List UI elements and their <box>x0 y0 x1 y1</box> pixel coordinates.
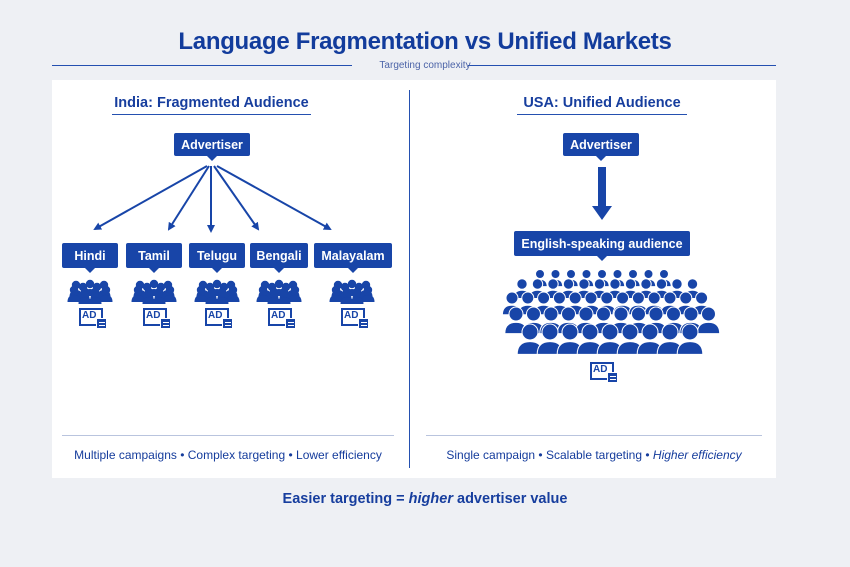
ad-label: AD <box>82 310 97 321</box>
people-group-icon <box>195 280 240 304</box>
people-group-icon <box>68 280 113 304</box>
footer-item: Higher efficiency <box>652 448 742 462</box>
usa-advertiser-box: Advertiser <box>563 133 639 161</box>
people-group-icon <box>257 280 302 304</box>
person-icon <box>556 323 584 355</box>
people-group-icon <box>132 280 177 304</box>
person-icon <box>696 306 721 335</box>
india-advertiser-box: Advertiser <box>174 133 250 161</box>
caption-suffix: advertiser value <box>452 491 568 507</box>
footer-item: Lower efficiency <box>296 448 382 462</box>
language-box-hindi: Hindi <box>62 243 118 273</box>
arrow-icon <box>216 165 332 230</box>
footer-item: Multiple campaigns <box>74 448 177 462</box>
arrow-icon <box>592 167 612 220</box>
page-title: Language Fragmentation vs Unified Market… <box>178 28 672 55</box>
panel-divider <box>409 90 410 468</box>
ad-document-icon: AD <box>341 308 371 330</box>
footer-item: Single campaign <box>446 448 536 462</box>
usa-footer: Single campaign • Scalable targeting • H… <box>446 448 742 462</box>
person-icon <box>656 323 684 355</box>
footer-item: Complex targeting <box>187 448 286 462</box>
language-box-telugu: Telugu <box>189 243 245 273</box>
crowd-icon <box>501 269 721 355</box>
person-icon <box>612 291 633 316</box>
person-icon <box>676 323 704 355</box>
arrow-icon <box>93 165 208 230</box>
title-rule-left <box>52 65 352 66</box>
ad-document-icon: AD <box>143 308 173 330</box>
india-heading: India: Fragmented Audience <box>112 95 311 115</box>
caption-emphasis: higher <box>408 491 453 507</box>
ad-document-icon: AD <box>590 362 620 384</box>
subtitle: Targeting complexity <box>379 60 471 71</box>
ad-label: AD <box>593 364 608 375</box>
language-box-bengali: Bengali <box>250 243 308 273</box>
ad-label: AD <box>146 310 161 321</box>
audience-box: English-speaking audience <box>514 231 690 261</box>
diagram-panel <box>52 80 776 478</box>
language-box-malayalam: Malayalam <box>314 243 392 273</box>
footer-rule-left <box>62 435 394 436</box>
person-icon <box>536 323 564 355</box>
title-rule-right <box>468 65 776 66</box>
person-icon <box>636 323 664 355</box>
arrow-icon <box>167 165 210 231</box>
ad-label: AD <box>344 310 359 321</box>
ad-label: AD <box>271 310 286 321</box>
footer-rule-right <box>426 435 762 436</box>
arrow-icon <box>213 165 260 231</box>
caption-prefix: Easier targeting = <box>282 491 409 507</box>
ad-label: AD <box>208 310 223 321</box>
ad-document-icon: AD <box>79 308 109 330</box>
footer-item: Scalable targeting <box>545 448 643 462</box>
person-icon <box>516 323 544 355</box>
people-group-icon <box>330 280 375 304</box>
india-footer: Multiple campaigns • Complex targeting •… <box>74 448 382 462</box>
ad-document-icon: AD <box>268 308 298 330</box>
bottom-caption: Easier targeting = higher advertiser val… <box>0 491 850 507</box>
arrow-icon-group <box>93 165 332 233</box>
language-box-tamil: Tamil <box>126 243 182 273</box>
usa-heading: USA: Unified Audience <box>517 95 687 115</box>
ad-document-icon: AD <box>205 308 235 330</box>
